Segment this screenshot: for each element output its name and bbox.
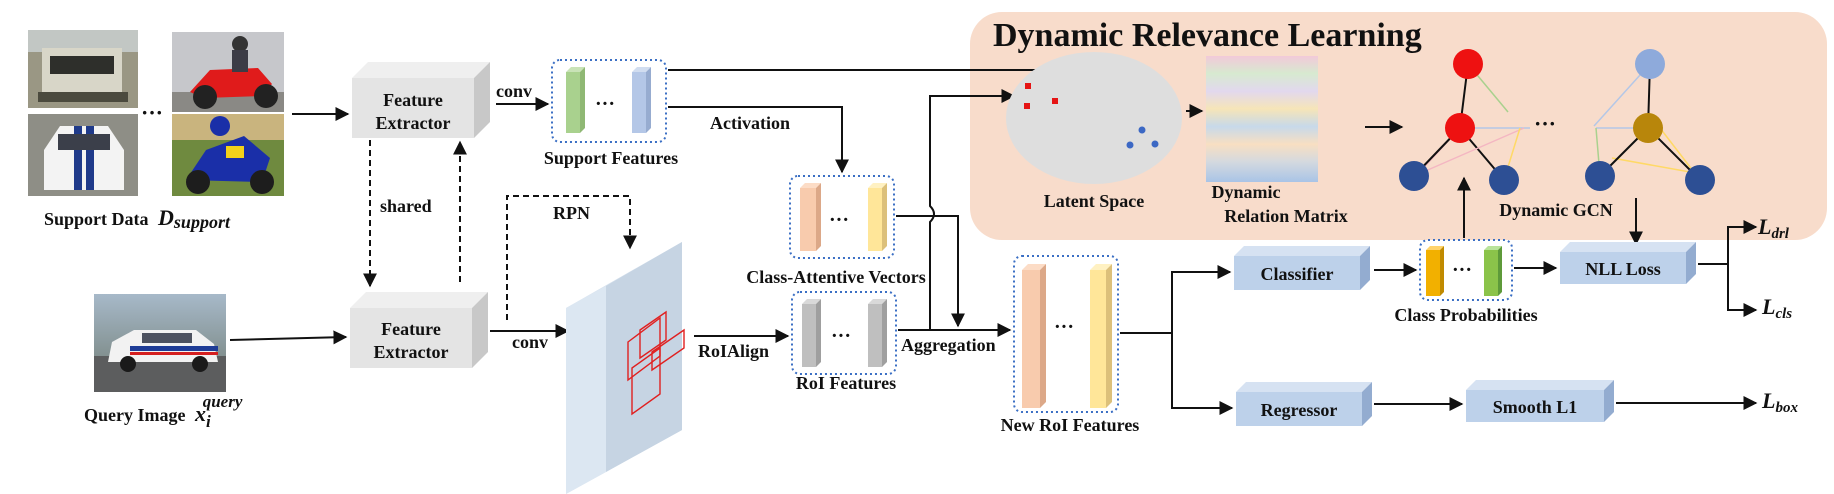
arrow-roi-to-latent (929, 89, 1016, 330)
roi-features-ellipsis: ··· (831, 325, 851, 347)
support-image-motorbike-blue (172, 114, 284, 196)
latent-blue-point-3 (1151, 140, 1159, 148)
class-probabilities-label: Class Probabilities (1394, 305, 1537, 325)
class-prob-green (1484, 246, 1502, 296)
class-prob-ellipsis: ··· (1452, 259, 1472, 281)
support-images (28, 30, 284, 196)
region-proposals (627, 310, 685, 416)
gcn-ellipsis: ··· (1534, 111, 1556, 136)
feature-extractor-top-line1: Feature (383, 90, 443, 110)
gcn2-node-blue-left (1585, 161, 1615, 191)
dynamic-relation-label-2: Relation Matrix (1224, 206, 1347, 226)
activation-label: Activation (710, 113, 790, 133)
new-roi-label: New RoI Features (1001, 415, 1140, 435)
gcn2-node-blue-right (1685, 165, 1715, 195)
nll-loss-box: NLL Loss (1560, 242, 1696, 284)
class-prob-orange (1426, 246, 1444, 296)
new-roi-frame (1013, 255, 1119, 413)
gcn1-node-blue-right (1489, 165, 1519, 195)
arrow-to-loss-drl (1727, 220, 1758, 264)
loss-cls-label: Lcls (1761, 294, 1792, 322)
gcn1-node-red-top (1453, 49, 1483, 79)
arrow-to-classifier (1171, 265, 1232, 333)
feature-extractor-top: Feature Extractor (352, 62, 490, 138)
support-features-ellipsis: ··· (595, 93, 615, 115)
regressor-box: Regressor (1236, 382, 1372, 426)
dynamic-relation-matrix (1206, 56, 1318, 182)
gcn2-node-gold (1633, 113, 1663, 143)
latent-red-point-2 (1052, 98, 1058, 104)
latent-blue-point-1 (1138, 126, 1146, 134)
arrow-to-loss-cls (1727, 264, 1758, 317)
rpn-dashed-arrow (506, 195, 637, 320)
smooth-l1-box: Smooth L1 (1466, 380, 1614, 422)
regressor-label: Regressor (1261, 400, 1338, 420)
drl-title: Dynamic Relevance Learning (993, 17, 1422, 54)
new-roi-peach (1022, 264, 1046, 408)
support-ellipsis: ··· (141, 100, 163, 125)
new-roi-yellow (1090, 264, 1112, 408)
support-image-police-car (28, 114, 138, 196)
new-roi-ellipsis: ··· (1054, 316, 1074, 338)
loss-drl-label: Ldrl (1757, 214, 1790, 242)
feature-extractor-bottom: Feature Extractor (350, 292, 488, 368)
query-image-label: Query Image xiquery (84, 392, 243, 431)
feature-extractor-top-line2: Extractor (376, 113, 451, 133)
feature-extractor-bottom-line1: Feature (381, 319, 441, 339)
loss-box-label: Lbox (1761, 388, 1798, 416)
gcn1-node-red-mid (1445, 113, 1475, 143)
class-probabilities-frame (1419, 239, 1513, 301)
arrow-to-regressor (1171, 333, 1234, 415)
dynamic-gcn-label: Dynamic GCN (1499, 200, 1613, 220)
latent-blue-point-2 (1126, 141, 1134, 149)
class-attentive-peach (800, 183, 821, 251)
roi-features-label: RoI Features (796, 373, 896, 393)
conv-top-label: conv (496, 81, 532, 101)
dynamic-relation-label-1: Dynamic (1212, 182, 1281, 202)
arrow-activation (668, 106, 849, 174)
support-feature-blue (632, 67, 651, 133)
smooth-l1-label: Smooth L1 (1493, 397, 1578, 417)
aggregation-label: Aggregation (901, 335, 996, 355)
latent-space (1006, 52, 1182, 184)
roi-feature-gray-2 (868, 299, 887, 367)
conv-bottom-label: conv (512, 332, 548, 352)
support-feature-green (566, 67, 585, 133)
gcn2-node-lightblue (1635, 49, 1665, 79)
latent-space-label: Latent Space (1044, 191, 1145, 211)
latent-red-point-1 (1025, 83, 1031, 89)
class-attentive-yellow (868, 183, 887, 251)
class-attentive-ellipsis: ··· (829, 209, 849, 231)
gcn-graph-1 (1399, 49, 1530, 195)
gcn1-node-blue-left (1399, 161, 1429, 191)
classifier-label: Classifier (1261, 264, 1334, 284)
support-image-motorbike-red (172, 32, 284, 112)
roi-feature-gray-1 (802, 299, 821, 367)
latent-red-point-3 (1024, 103, 1030, 109)
feature-map (566, 242, 685, 494)
gcn-graph-2 (1585, 49, 1715, 195)
support-data-label: Support Data Dsupport (44, 205, 231, 232)
support-image-truck (28, 30, 138, 108)
nll-loss-label: NLL Loss (1585, 259, 1661, 279)
query-image (94, 294, 226, 392)
class-attentive-label: Class-Attentive Vectors (746, 267, 925, 287)
arrow-query-to-extractor (229, 330, 348, 345)
shared-label: shared (380, 196, 432, 216)
support-features-label: Support Features (544, 148, 678, 168)
classifier-box: Classifier (1234, 246, 1370, 290)
roialign-label: RoIAlign (698, 341, 769, 361)
feature-extractor-bottom-line2: Extractor (374, 342, 449, 362)
rpn-label: RPN (553, 203, 590, 223)
arrow-attentive-to-aggregation (896, 215, 965, 328)
